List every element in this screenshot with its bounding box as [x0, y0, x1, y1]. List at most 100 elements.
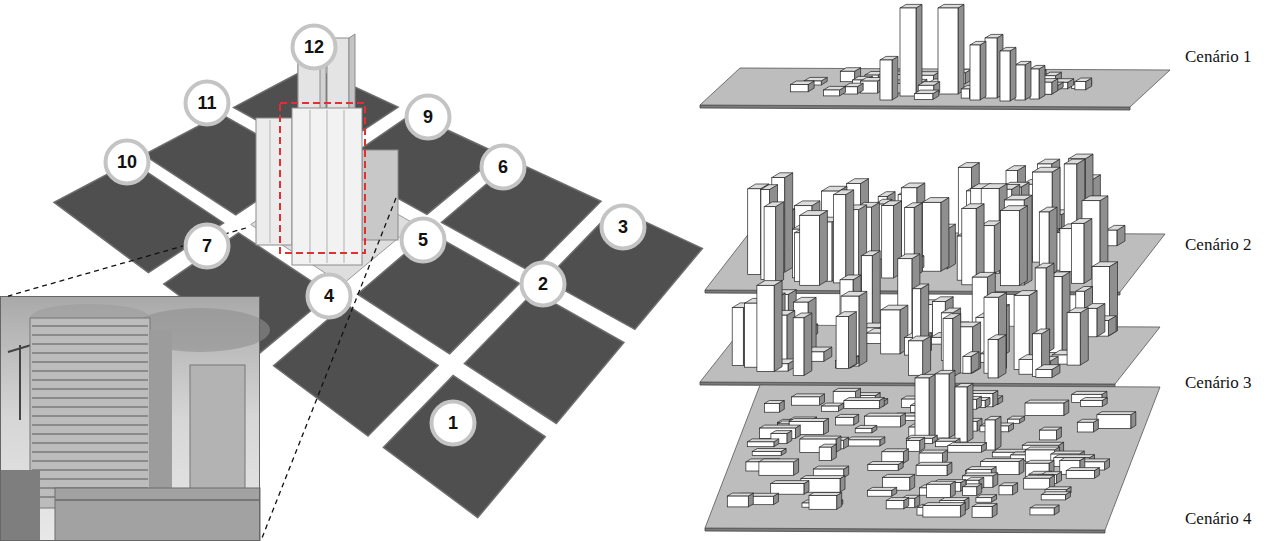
building-side — [1039, 65, 1045, 99]
building-roof — [919, 450, 947, 453]
callout-number: 10 — [117, 152, 137, 173]
building-roof — [833, 388, 860, 391]
building-front — [1030, 508, 1054, 515]
callout-circle: 3 — [599, 203, 647, 251]
tower — [292, 108, 362, 265]
window-row — [32, 433, 148, 435]
building-roof — [938, 4, 964, 8]
window-row — [32, 451, 148, 453]
building-roof — [1072, 391, 1107, 394]
building-side — [949, 370, 955, 438]
building-roof — [966, 477, 984, 480]
circle-shape — [186, 82, 229, 125]
building-side — [929, 374, 935, 440]
circle-shape — [106, 141, 149, 184]
building-roof — [757, 281, 782, 286]
circle-shape — [407, 96, 450, 139]
building-front — [1001, 211, 1020, 286]
building-roof — [999, 483, 1018, 486]
building-roof — [764, 401, 784, 404]
building-roof — [862, 251, 881, 256]
building-front — [943, 319, 953, 378]
building-front — [1041, 495, 1065, 500]
building-roof — [914, 90, 939, 94]
building-roof — [963, 352, 979, 357]
building-roof — [1030, 65, 1045, 69]
callout-circle: 11 — [183, 79, 231, 127]
building-roof — [976, 495, 997, 498]
building-roof — [771, 481, 809, 484]
building-front — [914, 94, 933, 100]
building-roof — [1037, 159, 1059, 164]
building-front — [748, 189, 761, 275]
facade-line — [344, 110, 345, 263]
building-roof — [943, 314, 961, 319]
building-front — [938, 8, 958, 94]
building-side — [953, 314, 961, 378]
tower — [256, 118, 292, 245]
building-front — [1080, 401, 1102, 407]
callout-circle: 7 — [183, 222, 231, 270]
highlight-frame — [280, 103, 365, 253]
building-roof — [789, 419, 828, 422]
window-row — [32, 352, 148, 354]
building-roof — [772, 173, 793, 178]
building-front — [948, 446, 982, 453]
building-roof — [881, 305, 908, 310]
building-roof — [985, 416, 1001, 420]
photo-building — [150, 330, 172, 508]
building-roof — [962, 204, 984, 209]
building-front — [1025, 403, 1064, 415]
window-row — [32, 343, 148, 345]
photo-frame — [1, 297, 260, 541]
block-grid — [54, 67, 702, 518]
building-roof — [1044, 72, 1061, 76]
building-roof — [1060, 458, 1085, 461]
building-side — [916, 4, 922, 96]
building-roof — [948, 443, 987, 446]
building-roof — [1001, 206, 1028, 211]
building-side — [1100, 196, 1108, 267]
building-roof — [886, 498, 909, 501]
window-row — [32, 442, 148, 444]
building-front — [1019, 360, 1033, 375]
building-roof — [941, 308, 960, 313]
photo-tree — [0, 470, 40, 541]
building-roof — [1066, 468, 1099, 471]
callout-circle: 12 — [290, 23, 338, 71]
callout-circle: 1 — [429, 399, 477, 447]
building-front — [881, 310, 900, 354]
window-row — [32, 361, 148, 363]
callout-circle: 2 — [519, 260, 567, 308]
facade-line — [327, 110, 328, 263]
building-roof — [1041, 492, 1070, 495]
building-roof — [840, 68, 860, 72]
building-roof — [727, 493, 753, 496]
building-roof — [823, 86, 845, 90]
callout-number: 4 — [324, 286, 334, 307]
building-front — [962, 209, 976, 285]
building-roof — [972, 504, 997, 507]
building-roof — [1097, 412, 1136, 415]
building-side — [998, 335, 1006, 378]
building-front — [970, 45, 980, 100]
building-roof — [809, 493, 842, 496]
building-roof — [804, 77, 827, 81]
building-roof — [898, 254, 920, 259]
scenario-models — [700, 4, 1170, 533]
building-roof — [1004, 195, 1032, 200]
building-front — [764, 207, 776, 285]
building-front — [963, 487, 977, 496]
building-roof — [1068, 154, 1093, 159]
scenario-label: Cenário 4 — [1185, 509, 1252, 529]
circle-shape — [602, 206, 645, 249]
building-front — [927, 484, 951, 497]
building-front — [961, 89, 969, 98]
building-front — [1036, 370, 1052, 378]
building-front — [908, 341, 922, 375]
building-roof — [1014, 291, 1037, 296]
building-roof — [868, 462, 903, 465]
building-front — [790, 85, 808, 92]
building-front — [1077, 422, 1093, 432]
building-side — [923, 336, 931, 375]
